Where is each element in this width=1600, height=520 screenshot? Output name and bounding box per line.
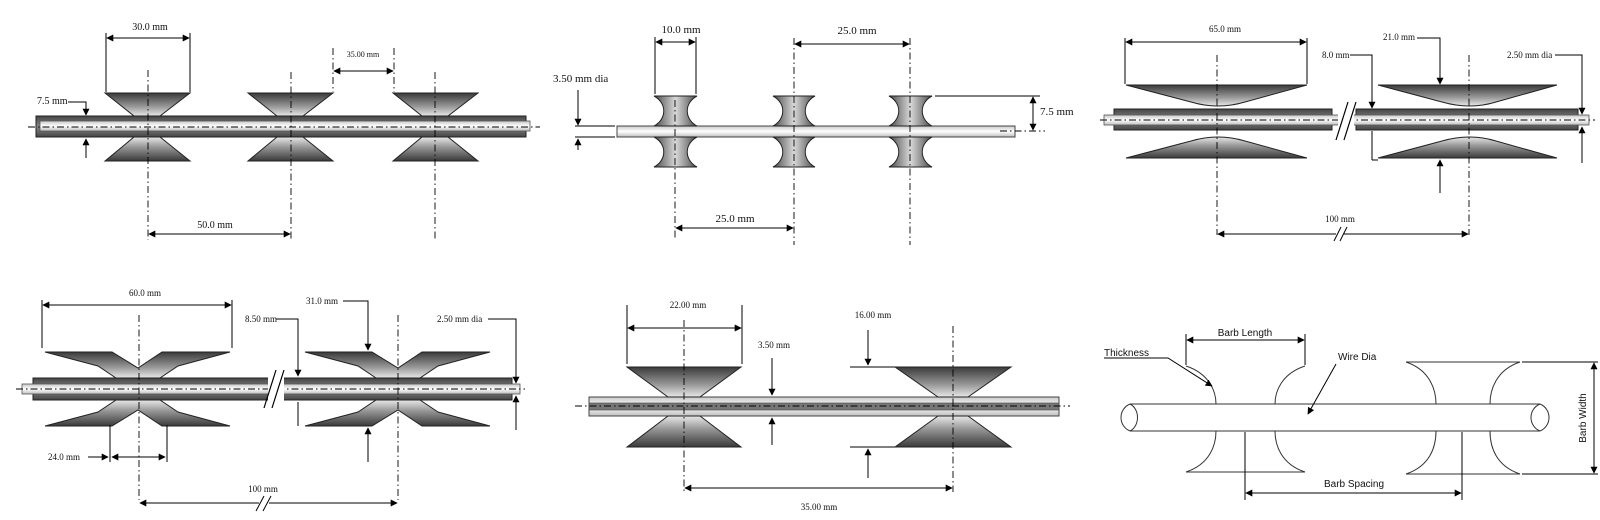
dim-barb-width: 60.0 mm xyxy=(129,288,161,298)
dim-barb-width: 10.0 mm xyxy=(661,24,701,36)
dim-barb-width: 65.0 mm xyxy=(1209,24,1241,34)
dim-barb-height: 21.0 mm xyxy=(1383,32,1415,42)
dim-barb-spacing: 35.00 mm xyxy=(801,502,838,512)
dim-point-gap: 24.0 mm xyxy=(48,452,80,462)
barb xyxy=(653,95,698,168)
label-thickness: Thickness xyxy=(1104,348,1149,359)
dim-tape-height: 7.5 mm xyxy=(37,96,68,107)
panel-6-terminology: Barb Length Thickness Wire Dia Barb Widt… xyxy=(1104,328,1598,500)
dim-barb-width: 22.00 mm xyxy=(670,300,707,310)
barb xyxy=(391,92,480,162)
panel-4-cross-barb: 60.0 mm 8.50 mm 31.0 mm 2.50 mm dia 24.0… xyxy=(16,288,525,512)
dim-barb-height: 31.0 mm xyxy=(306,296,338,306)
panel-3-long-barb: 65.0 mm 8.0 mm 21.0 mm 2.50 mm dia 100 m… xyxy=(1100,24,1595,242)
barb xyxy=(1125,84,1308,159)
dim-barb-spacing-bottom: 25.0 mm xyxy=(715,213,755,225)
dim-wire-dia: 3.50 mm dia xyxy=(553,73,608,85)
barb xyxy=(1377,84,1558,159)
panel-2-concertina-barb: 10.0 mm 25.0 mm 3.50 mm dia 7.5 mm 25.0 … xyxy=(553,24,1074,245)
dim-barb-spacing-top: 25.0 mm xyxy=(837,25,877,37)
wire xyxy=(39,120,531,132)
barb xyxy=(246,92,335,162)
barb xyxy=(888,95,933,168)
dim-barb-spacing: 100 mm xyxy=(248,484,278,494)
wire xyxy=(588,402,1060,411)
wire xyxy=(616,125,1016,138)
dim-barb-spacing: 50.0 mm xyxy=(197,220,233,231)
barb xyxy=(44,351,231,427)
dim-wire-dia: 2.50 mm dia xyxy=(437,314,482,324)
dim-barb-height: 16.00 mm xyxy=(855,310,892,320)
barb xyxy=(304,351,491,427)
dim-tape-thickness: 3.50 mm xyxy=(758,340,790,350)
panel-1-short-barb: 30.0 mm 35.00 mm 7.5 mm 50.0 mm xyxy=(28,22,540,240)
dim-barb-height: 7.5 mm xyxy=(1040,106,1074,118)
label-barb-width: Barb Width xyxy=(1578,393,1589,442)
dim-wire-dia: 2.50 mm dia xyxy=(1507,50,1552,60)
barb xyxy=(772,95,816,168)
dim-tape-thickness: 8.0 mm xyxy=(1322,50,1350,60)
dim-tape-thickness: 8.50 mm xyxy=(245,314,277,324)
label-barb-length: Barb Length xyxy=(1218,328,1273,339)
break-mark xyxy=(1335,101,1357,141)
barb xyxy=(103,92,192,162)
dim-barb-width: 30.0 mm xyxy=(132,22,168,33)
label-barb-spacing: Barb Spacing xyxy=(1324,479,1384,490)
break-mark xyxy=(263,369,285,409)
dim-barb-gap: 35.00 mm xyxy=(347,50,380,59)
dim-barb-spacing: 100 mm xyxy=(1325,214,1355,224)
label-wire-dia: Wire Dia xyxy=(1338,352,1377,363)
panel-5-medium-barb: 22.00 mm 16.00 mm 3.50 mm 35.00 mm xyxy=(575,300,1070,512)
barb-outline xyxy=(1405,361,1521,475)
